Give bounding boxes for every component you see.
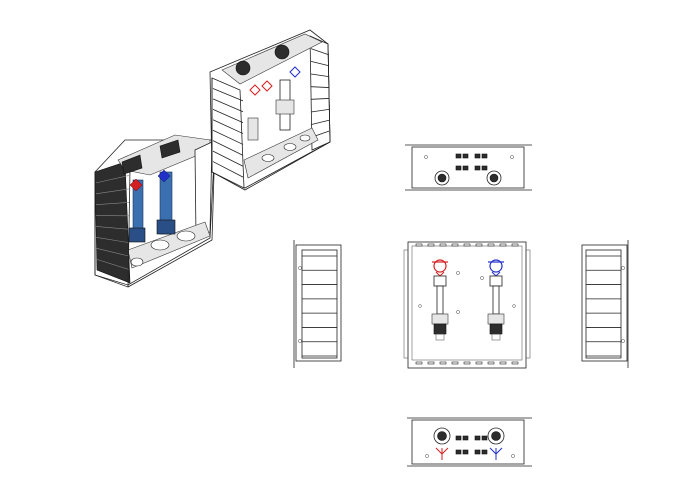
cold-valve-icon bbox=[157, 169, 171, 183]
rim-slot bbox=[427, 243, 435, 247]
rim-slot bbox=[511, 243, 519, 247]
isometric-view-front-left bbox=[94, 134, 216, 288]
cold-valve-icon-front bbox=[489, 259, 503, 273]
slat-line bbox=[310, 73, 330, 78]
rim-slot bbox=[499, 243, 507, 247]
slat-line bbox=[212, 140, 244, 156]
side-wall-slats-left bbox=[212, 88, 244, 178]
slat-line bbox=[212, 98, 244, 113]
slat-line bbox=[212, 88, 244, 102]
slat-line bbox=[212, 150, 244, 167]
cold-line-assembly bbox=[487, 259, 505, 341]
bottom-view bbox=[407, 417, 532, 467]
slat-line bbox=[95, 258, 130, 270]
cold-valve-icon-2 bbox=[289, 66, 301, 78]
slat-line bbox=[95, 226, 130, 230]
right-side-slats bbox=[586, 255, 621, 357]
top-view bbox=[405, 144, 532, 191]
hot-valve-icon bbox=[129, 178, 143, 192]
slat-line bbox=[310, 119, 330, 126]
left-side-slats bbox=[302, 255, 337, 357]
rim-slot bbox=[463, 361, 471, 365]
slat-line bbox=[212, 161, 244, 178]
front-top-rim-slots bbox=[415, 243, 519, 247]
isometric-view-rear-right bbox=[209, 29, 331, 191]
front-view bbox=[403, 241, 531, 369]
left-side-view bbox=[293, 240, 342, 368]
rim-slot bbox=[475, 361, 483, 365]
rim-slot bbox=[427, 361, 435, 365]
slat-line bbox=[212, 119, 244, 134]
rim-slot bbox=[451, 243, 459, 247]
rim-slot bbox=[487, 243, 495, 247]
rim-slot bbox=[511, 361, 519, 365]
rim-slot bbox=[451, 361, 459, 365]
slat-line bbox=[310, 60, 330, 67]
rim-slot bbox=[415, 361, 423, 365]
rim-slot bbox=[475, 243, 483, 247]
slat-line bbox=[310, 86, 330, 88]
slat-line bbox=[95, 247, 130, 257]
slat-line bbox=[212, 129, 244, 145]
side-wall-slats bbox=[95, 175, 130, 270]
dark-side-wall bbox=[94, 161, 131, 284]
rim-slot bbox=[499, 361, 507, 365]
slat-line bbox=[310, 108, 330, 113]
rim-slot bbox=[439, 243, 447, 247]
slat-line bbox=[95, 202, 130, 205]
slat-line bbox=[310, 98, 330, 100]
hot-valve-icon-front bbox=[433, 259, 447, 273]
front-bottom-rim-slots bbox=[415, 361, 519, 365]
slat-line bbox=[95, 188, 130, 195]
rim-slot bbox=[487, 361, 495, 365]
rim-slot bbox=[415, 243, 423, 247]
slat-line bbox=[95, 175, 130, 184]
rim-slot bbox=[463, 243, 471, 247]
rim-slot bbox=[439, 361, 447, 365]
slat-line bbox=[95, 237, 130, 243]
hot-valve-icon-2 bbox=[261, 80, 273, 92]
slat-line bbox=[310, 48, 330, 56]
slat-line bbox=[212, 108, 244, 124]
hot-line-assembly bbox=[431, 259, 449, 341]
right-side-view bbox=[581, 240, 629, 368]
